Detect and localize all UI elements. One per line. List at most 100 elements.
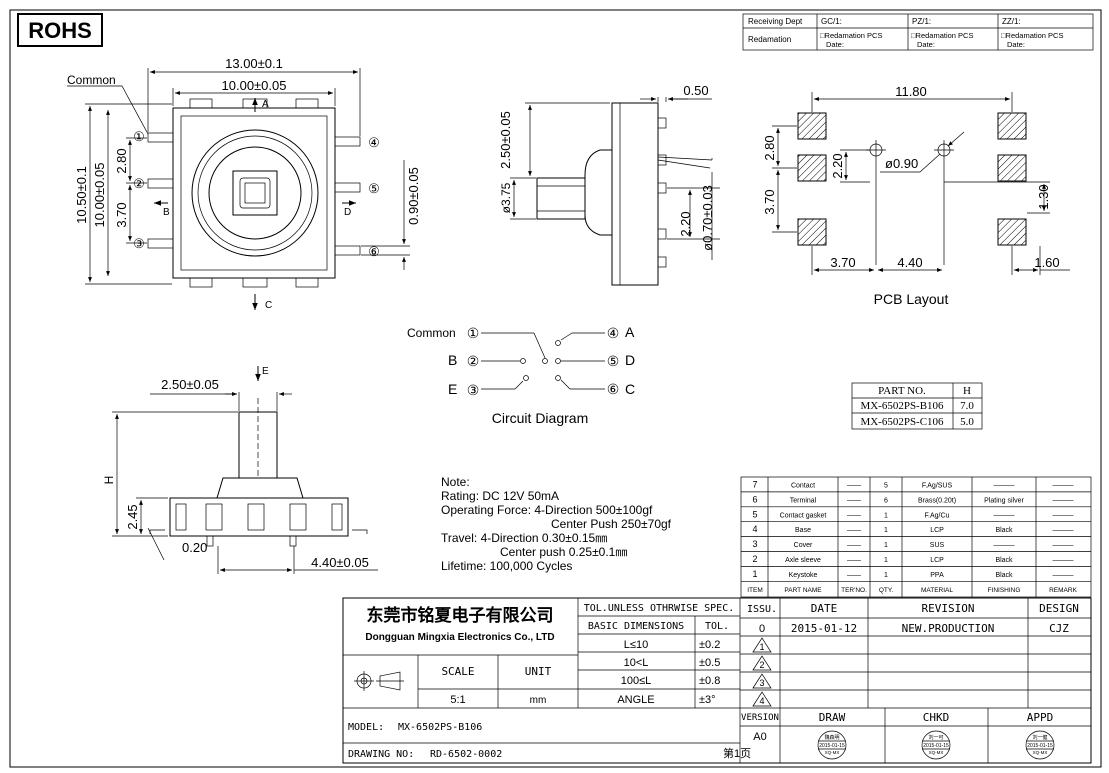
bom-cell-no: —— [847,572,861,579]
bom-cell-name: Base [795,527,811,534]
bom-cell-name: Keystoke [789,572,818,579]
pin-3-label: ③ [133,236,145,251]
bom-cell-remark: ——— [1053,527,1074,534]
company-en: Dongguan Mingxia Electronics Co., LTD [365,632,554,643]
sheet-border [9,9,1102,768]
bom-cell-name: Cover [794,542,813,549]
bom-cell-finishing: ——— [994,483,1015,490]
rev-triangle-2 [752,655,772,671]
pin-5-label: ⑤ [368,181,380,196]
bom-cell-no: —— [847,527,861,534]
design-label: DESIGN [1039,602,1079,615]
part-header-no: PART NO. [878,385,926,397]
dir-b-label: B [163,207,170,218]
circuit-common: Common [407,326,456,340]
tol-r2-b: ±0.5 [699,657,720,669]
dir-d-label: D [344,207,351,218]
dim-070: ø0.70±0.03 [700,185,715,251]
bom-cell-item: 7 [752,480,757,490]
bom-header-6: REMARK [1049,587,1077,594]
pcb-dim-090: ø0.90 [885,156,918,171]
note-l1: Note: [441,475,470,489]
bom-cell-name: Contact gasket [780,512,827,519]
dim-inner-height: 10.00±0.05 [92,163,107,228]
bom-cell-item: 2 [752,554,757,564]
rev-triangle-1 [752,637,772,653]
bom-cell-qty: 1 [884,512,888,519]
draw-stamp-name: 魏森明 [824,734,839,741]
dir-c-label: C [265,300,272,311]
pcb-dim-160: 1.60 [1034,255,1059,270]
dim-375: ø3.75 [499,182,513,213]
drawing-label: DRAWING NO: [348,749,414,760]
tol-r2-a: 10<L [624,657,649,669]
bom-cell-qty: 1 [884,557,888,564]
circuit-diagram: Common ① B ② E ③ ④ A ⑤ D ⑥ C Circuit Dia… [407,324,635,426]
bom-cell-finishing: ——— [994,512,1015,519]
receiving-dept-label: Receiving Dept [748,17,803,26]
bom-cell-material: Brass(0.20t) [918,497,956,504]
pcb-dim-440: 4.40 [897,255,922,270]
tol-r4-a: ANGLE [617,694,654,706]
scale-label: SCALE [441,665,474,678]
pcb-dim-280: 2.80 [762,135,777,160]
rev-mark-1: 1 [759,642,764,652]
bom-cell-no: —— [847,557,861,564]
bom-cell-name: Axle sleeve [785,557,821,564]
chkd-label: CHKD [923,711,950,724]
dim-pitch-1: 2.80 [114,148,129,173]
bom-cell-remark: ——— [1053,483,1074,490]
date-label-3: Date: [1007,40,1025,49]
pcb-dim-220: 2.20 [830,153,845,178]
bom-cell-material: LCP [930,527,944,534]
unit-value: mm [530,695,547,706]
note-l3: Operating Force: 4-Direction 500±100gf [441,503,653,517]
circuit-n4: ④ [607,325,620,341]
circuit-title: Circuit Diagram [492,410,588,426]
bom-cell-material: PPA [930,572,944,579]
rev-triangle-4 [752,691,772,707]
design-value: CJZ [1049,622,1069,635]
tol-title: TOL.UNLESS OTHRWISE SPEC. [584,603,735,614]
circuit-b: B [448,352,457,368]
bom-cell-remark: ——— [1053,497,1074,504]
dir-a-label: A [262,99,269,110]
chkd-stamp-name: 刘一可 [928,734,943,741]
part-row2-no: MX-6502PS-C106 [860,416,944,428]
pin-1-label: ① [133,129,145,144]
bom-cell-name: Contact [791,483,815,490]
pcb-dim-1180: 11.80 [895,84,927,99]
page-label: 第1页 [723,746,751,760]
rev-mark-4: 4 [759,696,764,706]
pin-4-label: ④ [368,135,380,150]
issu-value: 0 [759,623,765,635]
side-view: 0.50 ø3.75 2.50±0.05 2.20 ø0.70±0.03 [498,83,720,286]
bom-cell-material: LCP [930,557,944,564]
bom-cell-qty: 1 [884,542,888,549]
notes: Note: Rating: DC 12V 50mA Operating Forc… [441,475,672,573]
bom-cell-material: F.Ag/Cu [925,512,950,519]
pcb-dim-370: 3.70 [762,189,777,214]
bom-header-3: QTY. [879,587,894,594]
bom-cell-qty: 1 [884,527,888,534]
dim-050: 0.50 [683,83,708,98]
version-value: A0 [753,731,766,743]
bom-cell-finishing: Black [995,572,1013,579]
pin-2-label: ② [133,176,145,191]
bom-cell-finishing: Black [995,557,1013,564]
appd-stamp-name: 刘一健 [1032,734,1047,741]
front-dim-020: 0.20 [182,540,207,555]
chkd-stamp-date: 2015-01-15 [923,743,949,749]
note-l6: Center push 0.25±0.1㎜ [500,545,627,559]
front-dim-250: 2.50±0.05 [161,377,219,392]
revision-label: REVISION [922,602,975,615]
part-row1-no: MX-6502PS-B106 [860,400,944,412]
date-label-2: Date: [917,40,935,49]
bom-cell-remark: ——— [1053,572,1074,579]
bom-header-4: MATERIAL [921,587,953,594]
bom-cell-qty: 6 [884,497,888,504]
unit-label: UNIT [525,665,552,678]
bom-cell-qty: 1 [884,572,888,579]
redamation-pcs-3: □Redamation PCS [1001,31,1063,40]
